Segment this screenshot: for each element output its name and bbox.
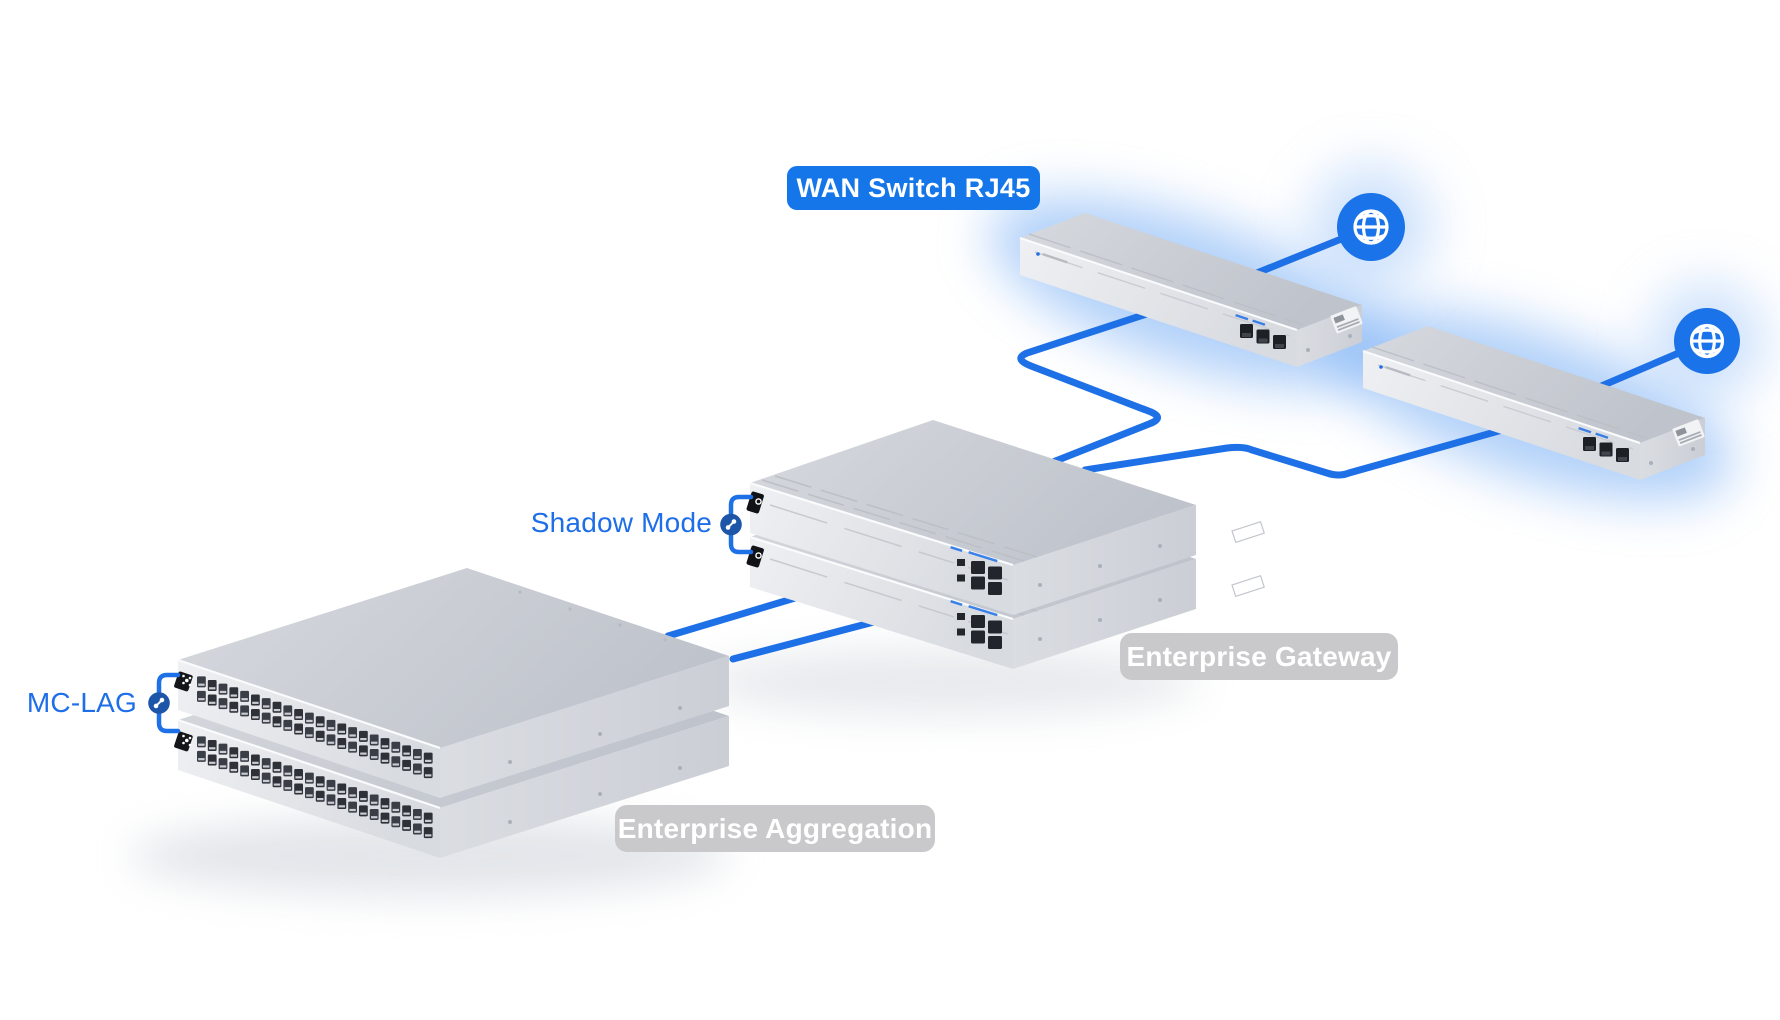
stack-shadows <box>130 648 1200 896</box>
front-vents <box>769 504 1009 581</box>
side-screws <box>508 766 682 824</box>
enterprise-gateway-1 <box>746 420 1265 615</box>
top-edge-details <box>518 590 667 642</box>
wan-switch-1 <box>1019 213 1363 367</box>
side-recess <box>1231 520 1265 544</box>
rj45-ports <box>1235 314 1286 349</box>
sfp-port-grid <box>197 676 433 779</box>
brand-text-mark <box>1385 366 1411 377</box>
side-screws <box>1306 334 1352 352</box>
link-icon <box>148 692 170 714</box>
front-vents <box>769 558 1009 635</box>
aggregation-switch-1 <box>174 568 729 798</box>
top-groove <box>1028 233 1304 326</box>
enterprise-aggregation-badge: Enterprise Aggregation <box>615 805 935 852</box>
side-screws <box>1038 598 1162 641</box>
etherlighting-panel <box>174 731 193 752</box>
mc-lag-label: MC-LAG <box>26 687 137 718</box>
top-grooves <box>761 475 1038 562</box>
wan-switch-badge: WAN Switch RJ45 <box>787 166 1040 210</box>
top-groove <box>1371 346 1647 439</box>
brand-text-mark <box>1042 252 1068 264</box>
side-screws <box>508 706 682 764</box>
front-vents <box>1034 251 1291 337</box>
side-recess <box>1231 574 1265 598</box>
rj45-ports <box>1578 427 1629 462</box>
wan-switch-2 <box>1362 326 1705 480</box>
gateway-port-cluster <box>950 600 1002 649</box>
side-screws <box>1649 447 1695 465</box>
brand-dot <box>1036 252 1040 256</box>
shadow-mode-label: Shadow Mode <box>530 507 712 538</box>
internet-globe-icon-2 <box>1674 308 1740 374</box>
front-vents <box>1377 364 1634 450</box>
side-sticker <box>1672 419 1705 447</box>
cable-gateway-to-wan2 <box>1081 414 1549 479</box>
side-screws <box>1038 544 1162 587</box>
brand-dot <box>1379 365 1383 369</box>
internet-globe-icon-1 <box>1337 193 1405 261</box>
enterprise-gateway-badge: Enterprise Gateway <box>1120 633 1398 680</box>
link-icon <box>720 513 742 536</box>
side-sticker <box>1330 306 1363 334</box>
sfp-port-grid <box>197 736 433 839</box>
cable-gateway-to-wan1 <box>1017 304 1169 466</box>
gateway-port-cluster <box>950 546 1002 595</box>
